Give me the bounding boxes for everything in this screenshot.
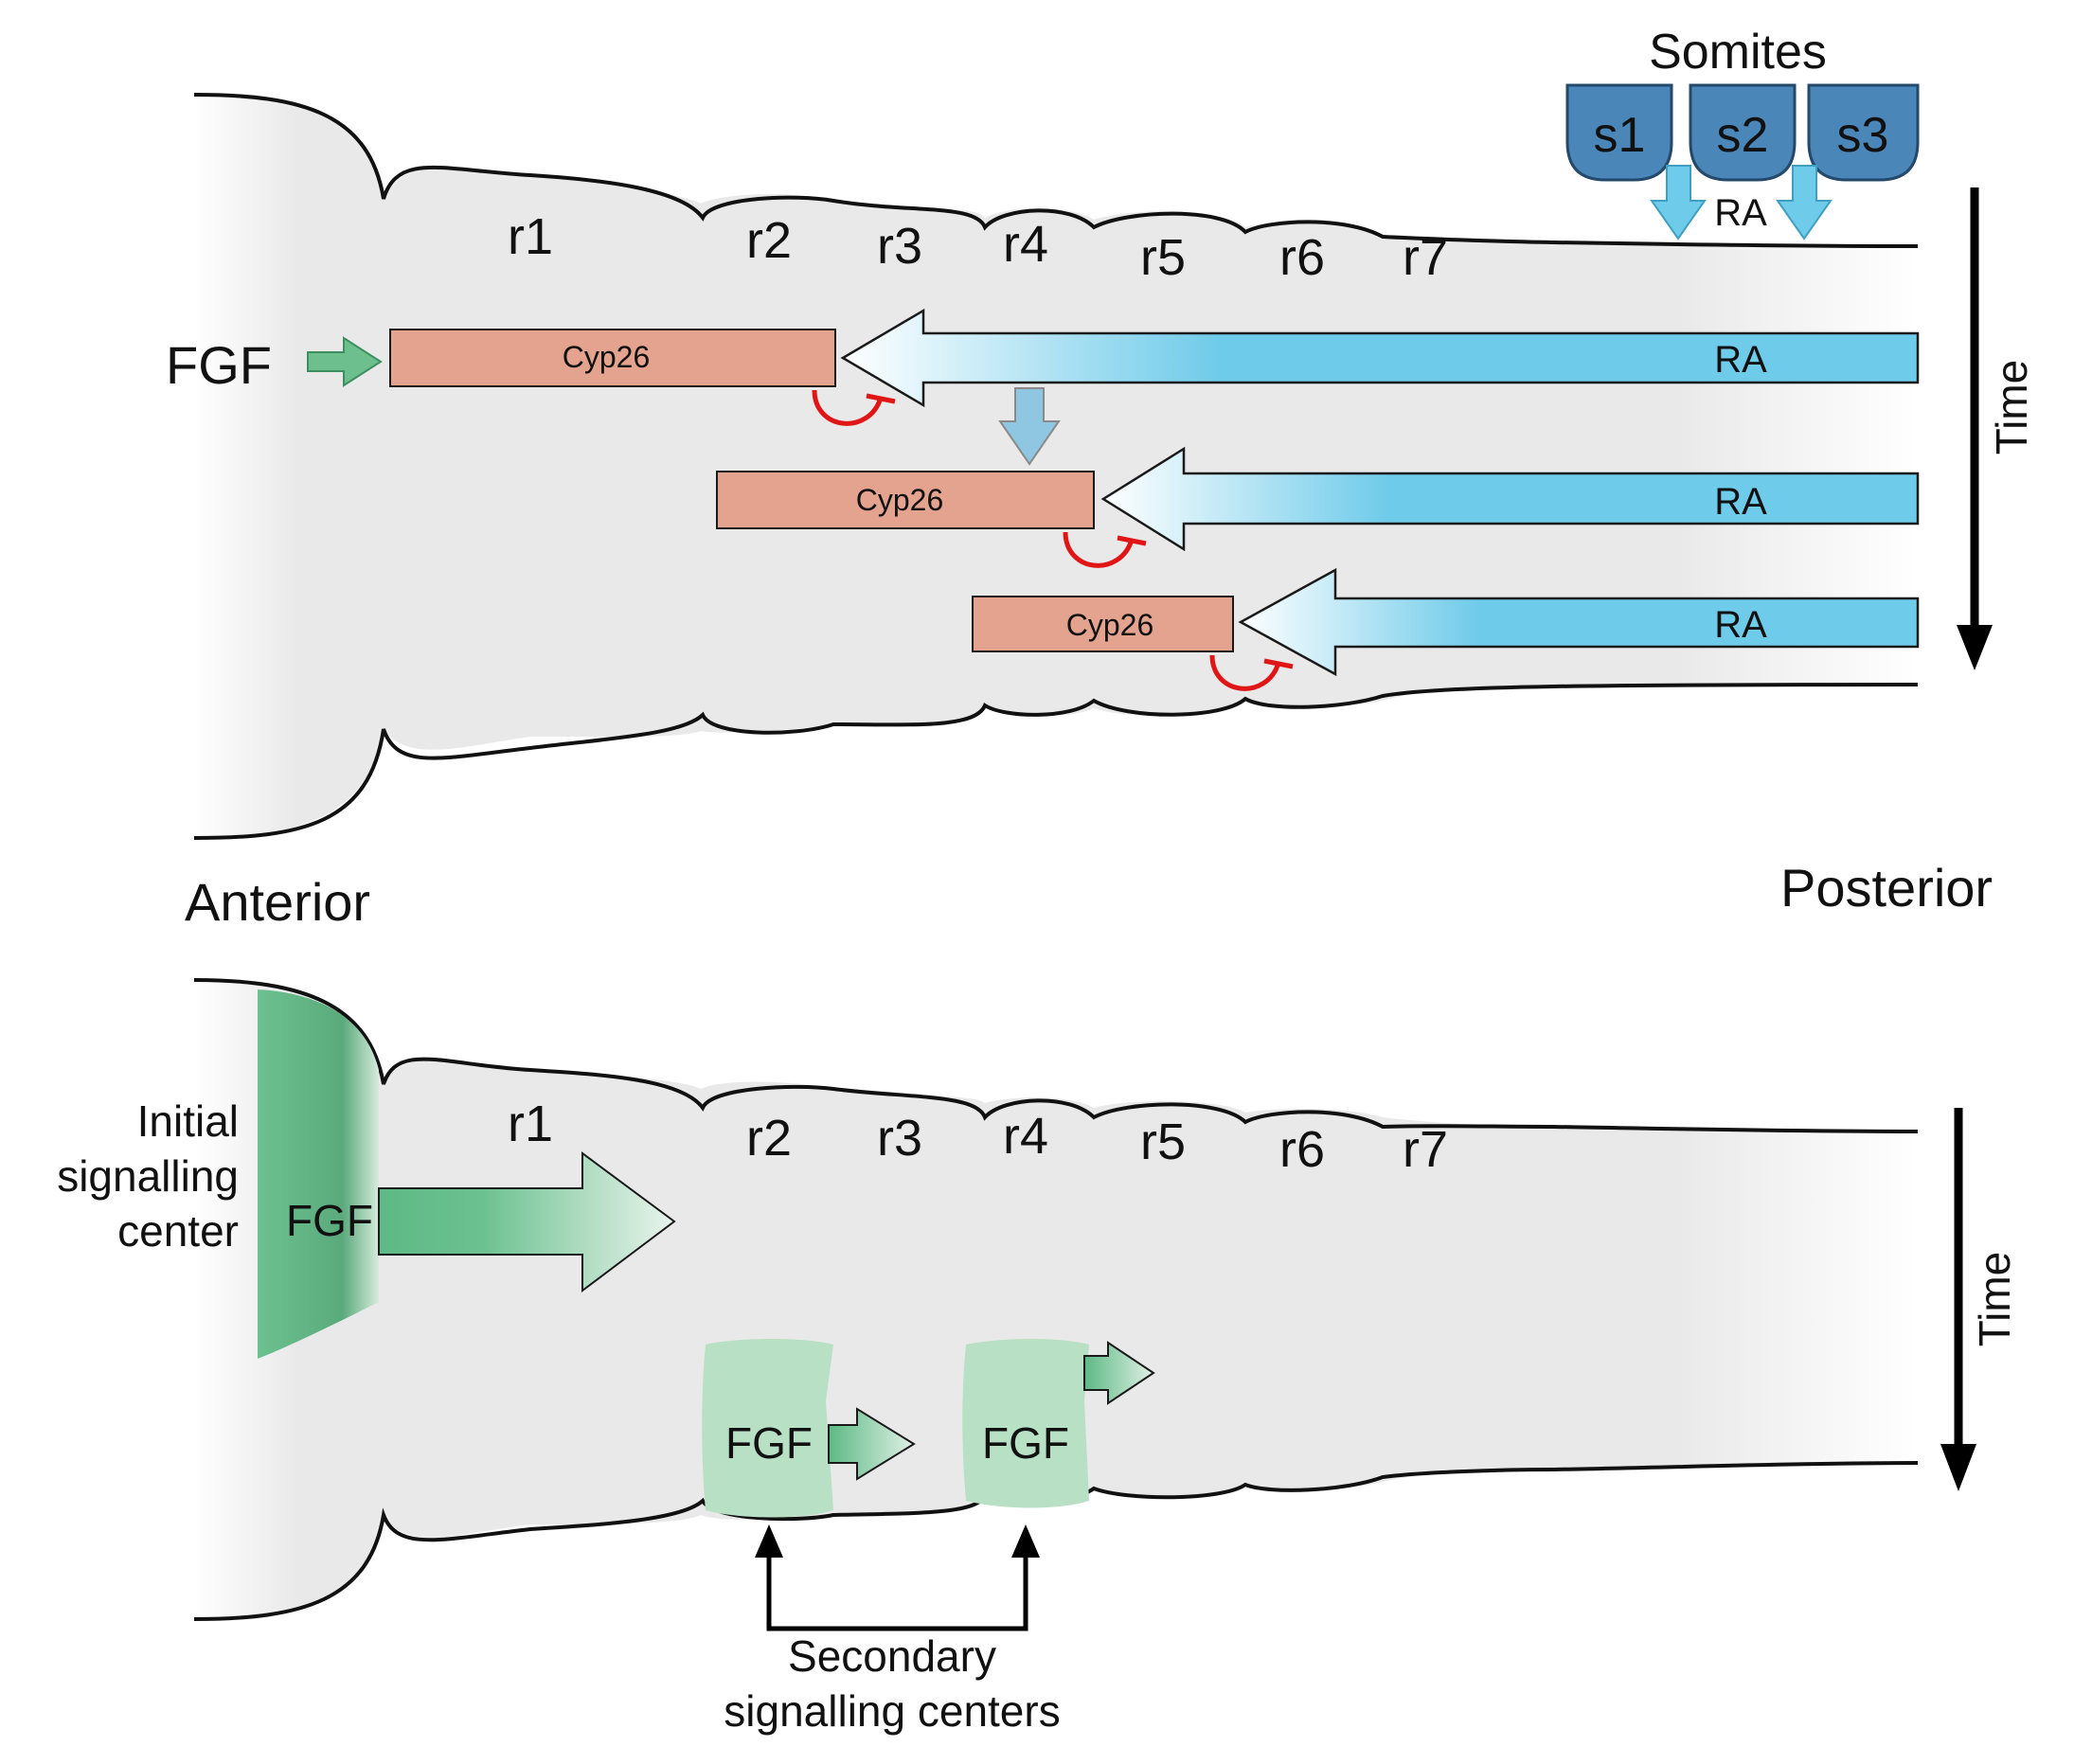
neural-tube-top-lower-edge	[193, 683, 1919, 840]
secondary-center-r4: FGF	[962, 1339, 1155, 1508]
initial-fgf-source	[258, 989, 379, 1359]
rhombomere-labels-bottom: r1 r2 r3 r4 r5 r6 r7	[508, 1096, 1448, 1178]
cyp26-ra-row-2: RA Cyp26	[716, 446, 1920, 568]
repression-icon-3	[1209, 654, 1294, 691]
rhombomere-label: r3	[877, 218, 922, 275]
cyp26-label-1: Cyp26	[563, 340, 651, 374]
rhombomere-label: r4	[1003, 216, 1048, 273]
secondary-fgf-source-r4	[962, 1339, 1089, 1508]
somite-ra-arrow-left	[1650, 165, 1707, 241]
secondary-fgf-label-r2: FGF	[725, 1418, 813, 1468]
rhombomere-label: r5	[1140, 229, 1186, 286]
posterior-label: Posterior	[1780, 858, 1993, 918]
bottom-panel: Initial signalling center FGF r1 r2 r3 r…	[57, 978, 2019, 1736]
anterior-label: Anterior	[185, 872, 370, 932]
rhombomere-label: r2	[746, 212, 792, 269]
time-arrow-top: Time	[1957, 187, 2036, 670]
rhombomere-label: r1	[508, 208, 553, 265]
cyp26-box-3	[972, 596, 1234, 652]
time-arrow-bottom: Time	[1940, 1108, 2019, 1491]
arrow-down-icon	[1940, 1444, 1976, 1491]
secondary-line-1: Secondary	[788, 1631, 996, 1681]
cyp26-box-1	[389, 329, 836, 387]
ra-down-arrow	[998, 387, 1061, 466]
repression-icon-1	[812, 389, 896, 426]
cyp26-label-2: Cyp26	[856, 483, 944, 517]
rhombomere-label: r2	[746, 1110, 792, 1167]
fgf-gradient-arrow-initial	[378, 1151, 676, 1293]
ra-gradient-arrow-2	[1100, 446, 1920, 552]
rhombomere-label: r7	[1403, 229, 1448, 286]
cyp26-ra-row-1: RA Cyp26	[389, 308, 1920, 426]
ra-gradient-arrow-1	[840, 308, 1920, 408]
secondary-fgf-label-r4: FGF	[982, 1418, 1069, 1468]
somite-s2: s2	[1689, 83, 1797, 182]
secondary-fgf-arrow-r4	[1083, 1341, 1155, 1405]
secondary-pointer: Secondary signalling centers	[724, 1524, 1061, 1736]
time-label-bottom: Time	[1970, 1252, 2019, 1347]
ra-label-3: RA	[1714, 604, 1767, 646]
fgf-label-top: FGF	[166, 335, 272, 395]
rhombomere-labels-top: r1 r2 r3 r4 r5 r6 r7	[508, 208, 1448, 286]
top-panel: Somites s1 s2 s3 RA r1 r2 r3 r4 r5	[166, 25, 2036, 840]
ra-label-2: RA	[1714, 481, 1767, 523]
fgf-arrow-top	[307, 336, 383, 387]
secondary-fgf-arrow-r2	[828, 1407, 916, 1481]
somite-ra-arrow-right	[1776, 165, 1833, 241]
repression-icon-2	[1063, 531, 1147, 568]
arrow-up-icon	[1011, 1524, 1040, 1558]
cyp26-ra-row-3: RA Cyp26	[972, 567, 1920, 691]
initial-fgf-label: FGF	[286, 1196, 373, 1245]
initial-center-line-2: signalling	[57, 1151, 239, 1201]
rhombomere-label: r3	[877, 1110, 922, 1167]
somite-s3-label: s3	[1837, 108, 1889, 163]
neural-tube-bottom-upper-edge	[193, 978, 1919, 1133]
rhombomere-label: r5	[1140, 1114, 1186, 1170]
initial-center-line-3: center	[117, 1206, 239, 1256]
secondary-center-r2: FGF	[702, 1339, 916, 1518]
somites-group: Somites s1 s2 s3 RA	[1565, 25, 1920, 241]
ra-gradient-arrow-3	[1238, 567, 1920, 677]
arrow-down-icon	[1957, 625, 1993, 670]
somite-ra-label: RA	[1714, 192, 1767, 234]
arrow-up-icon	[755, 1524, 783, 1558]
somite-s2-label: s2	[1717, 108, 1769, 163]
somite-s3: s3	[1807, 83, 1920, 182]
cyp26-box-2	[716, 471, 1095, 529]
neural-tube-bottom	[194, 980, 1918, 1619]
neural-tube-top	[194, 95, 1918, 838]
time-label-top: Time	[1987, 360, 2036, 455]
initial-center-line-1: Initial	[137, 1096, 239, 1146]
somite-s1: s1	[1565, 83, 1673, 182]
rhombomere-label: r4	[1003, 1108, 1048, 1165]
cyp26-label-3: Cyp26	[1066, 608, 1154, 642]
secondary-fgf-source-r2	[702, 1339, 833, 1518]
ra-label-1: RA	[1714, 339, 1767, 381]
pointer-bracket	[766, 1553, 1028, 1631]
secondary-line-2: signalling centers	[724, 1686, 1060, 1736]
neural-tube-top-upper-edge	[193, 93, 1919, 248]
rhombomere-label: r6	[1279, 229, 1325, 286]
rhombomere-label: r6	[1279, 1121, 1325, 1178]
rhombomere-label: r1	[508, 1096, 553, 1152]
somites-title: Somites	[1649, 25, 1827, 80]
rhombomere-label: r7	[1403, 1121, 1448, 1178]
somite-s1-label: s1	[1594, 108, 1646, 163]
